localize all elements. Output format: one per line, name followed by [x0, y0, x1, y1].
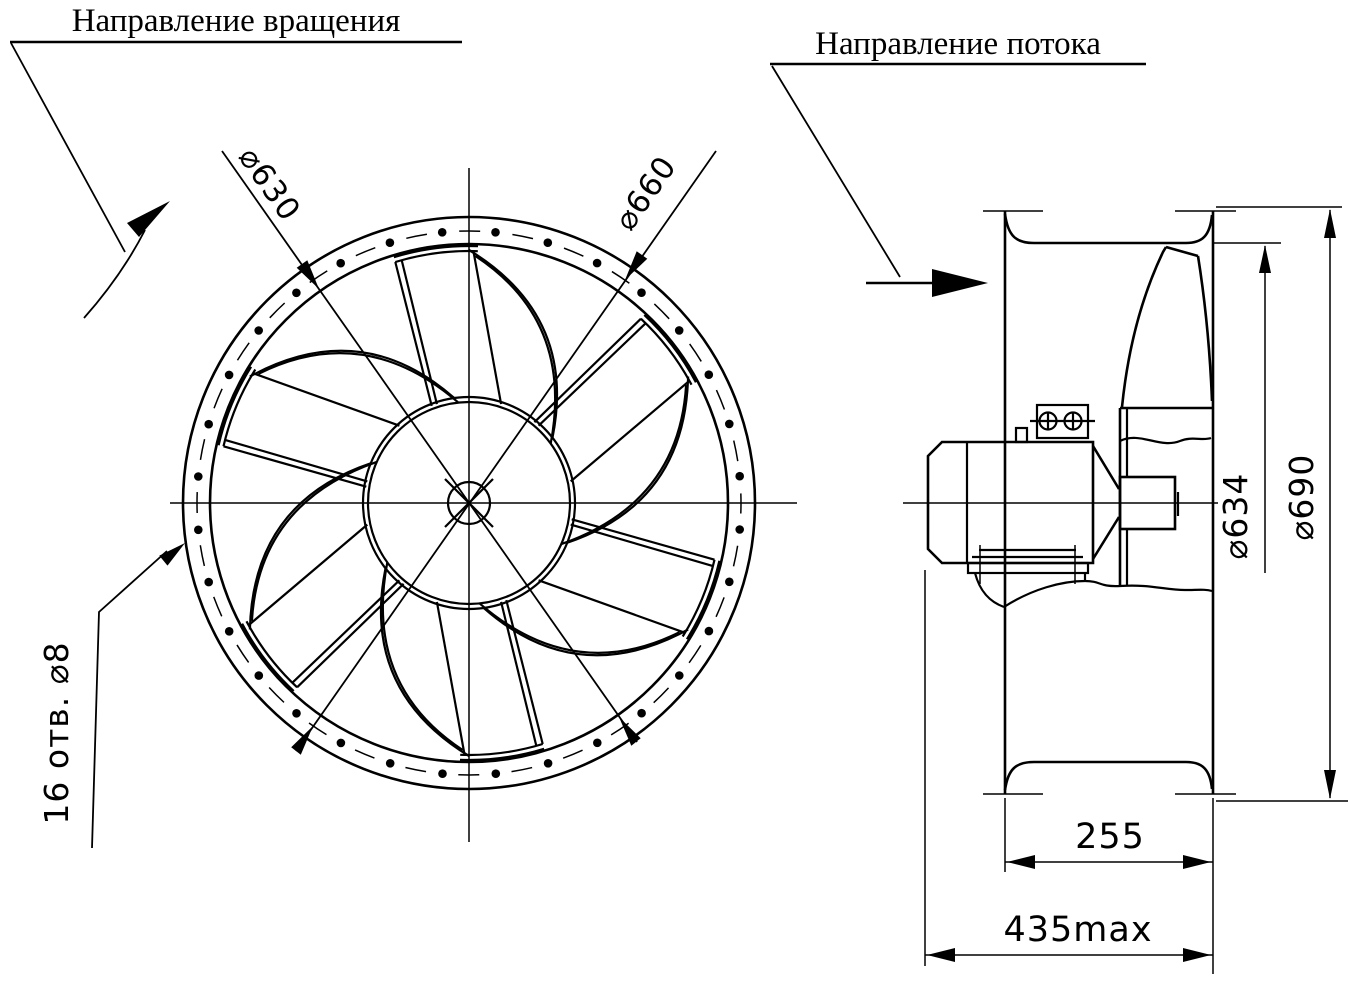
rotation-direction-label: Направление вращения — [72, 3, 401, 39]
hub-inner-circle — [366, 400, 572, 606]
flow-leader-line — [771, 65, 901, 278]
impeller-blades-and-holes — [194, 228, 744, 778]
side-blade-trailing-edge — [1196, 255, 1214, 402]
dim-255-arrowhead — [1007, 855, 1035, 869]
dim-630-label: ⌀630 — [231, 140, 307, 228]
dim-435-label: 435max — [1003, 910, 1152, 950]
rotation-arrow-arc — [83, 229, 146, 319]
mounting-holes-label: 16 отв. ⌀8 — [37, 641, 76, 824]
dim-660-arrowhead — [291, 726, 313, 755]
cable-gland-tab — [1014, 426, 1029, 444]
shaft-circle — [446, 480, 492, 526]
dim-690-arrowhead — [1324, 770, 1336, 799]
holes-leader-arrowhead — [159, 543, 185, 566]
lower-break-wavy-line — [1003, 579, 1213, 608]
support-bracket-curve — [973, 572, 1005, 609]
dim-660-label: ⌀660 — [608, 149, 684, 237]
side-blade-leading-edge — [1120, 246, 1168, 408]
dim-435-arrowhead — [927, 948, 955, 962]
dim-435-arrowhead — [1183, 948, 1211, 962]
hub-outer-circle — [361, 395, 577, 611]
dim-line-630 — [221, 150, 638, 743]
motor-cone-upper — [1091, 445, 1121, 490]
dim-630-arrowhead — [296, 260, 319, 289]
bolt-circle — [196, 230, 742, 776]
hub-block — [1118, 475, 1177, 531]
dim-630-arrowhead — [619, 717, 641, 746]
dim-690-label: ⌀690 — [1282, 454, 1321, 541]
blade-break-wavy-line — [1119, 436, 1212, 445]
rotation-arrowhead — [127, 201, 170, 237]
rotation-leader-line — [10, 42, 126, 253]
motor-cone-lower — [1091, 516, 1121, 560]
dim-255-arrowhead — [1183, 855, 1211, 869]
flow-direction-label: Направление потока — [815, 26, 1101, 62]
side-blade-tip — [1165, 245, 1199, 258]
holes-leader-line — [91, 550, 168, 849]
side-view: Направление потока ⌀634 ⌀690 255 435max — [770, 26, 1348, 974]
casing-inner-top-profile — [1003, 213, 1214, 245]
front-view: ⌀630 ⌀660 Направление вращения 16 отв. ⌀… — [10, 3, 797, 849]
dim-634-label: ⌀634 — [1216, 473, 1255, 560]
motor-body — [926, 440, 1095, 565]
casing-inner-bottom-profile — [1003, 760, 1214, 791]
dim-255-label: 255 — [1075, 817, 1145, 857]
flow-arrowhead — [932, 269, 988, 297]
support-plate — [966, 561, 1090, 575]
dim-634-arrowhead — [1259, 245, 1271, 273]
dim-line-660 — [295, 150, 717, 752]
dim-690-arrowhead — [1324, 209, 1336, 238]
duct-bore-circle — [208, 242, 730, 764]
dim-660-arrowhead — [625, 251, 648, 280]
flange-outer-circle — [181, 215, 757, 791]
